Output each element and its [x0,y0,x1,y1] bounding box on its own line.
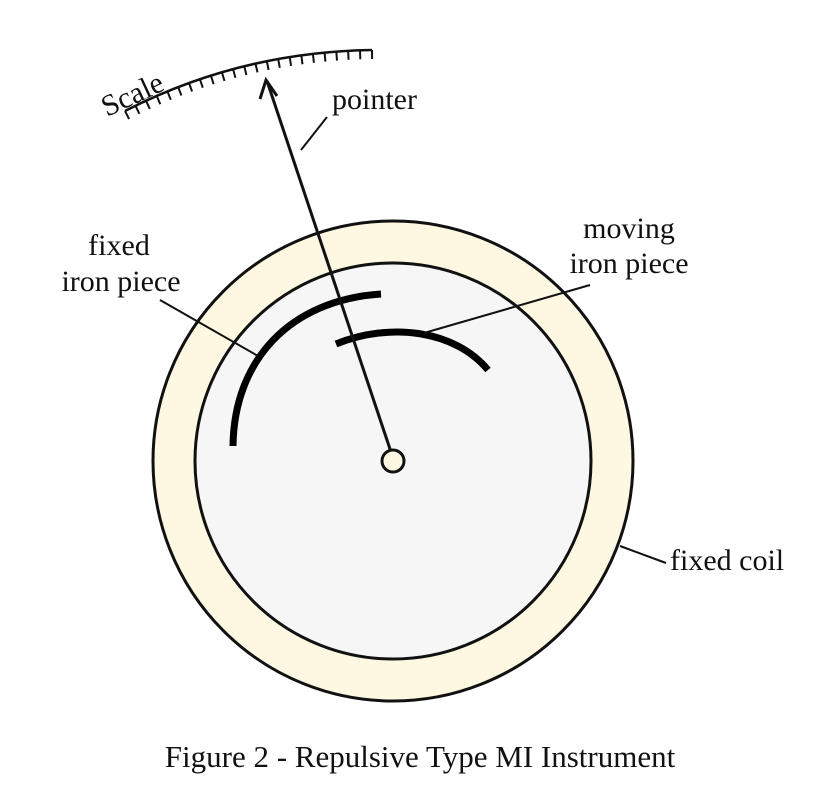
scale-tick [134,105,141,115]
moving-iron-label-line1: moving [583,212,675,245]
scale-tick [265,60,270,71]
moving-iron-piece [334,328,491,373]
scale [124,48,374,120]
scale-tick [311,53,315,63]
scale-tick [145,100,151,110]
pointer-label: pointer [332,83,417,116]
fixed-iron-label-line1: fixed [88,229,150,262]
scale-tick [209,75,215,85]
fixed-coil-leader [619,545,667,564]
scale-tick [288,56,293,67]
scale-tick [177,86,183,96]
scale-ticks [124,49,374,120]
scale-tick [254,63,259,73]
scale-tick [347,50,350,60]
fixed-iron-label-line2: iron piece [61,265,180,298]
moving-iron-label-line2: iron piece [569,247,688,280]
fixed-iron-leader [159,299,259,357]
scale-tick [277,58,281,68]
scale-tick [335,51,338,61]
scale-label: Scale [96,66,169,123]
scale-tick [198,78,204,89]
scale-tick [243,66,248,76]
scale-tick [166,91,172,101]
scale-tick [232,68,237,79]
scale-tick [124,110,130,120]
pointer-arrowhead [258,76,279,100]
scale-tick [323,52,327,62]
scale-tick [155,95,162,105]
pointer [265,80,395,459]
fixed-coil-label: fixed coil [670,544,784,577]
pivot [380,448,406,474]
moving-iron-leader [423,284,591,334]
scale-arc [124,48,373,113]
figure-caption: Figure 2 - Repulsive Type MI Instrument [165,739,676,774]
pointer-leader [300,116,328,151]
scale-tick [300,55,304,65]
scale-tick [220,72,226,82]
scale-tick [188,82,194,92]
fixed-iron-piece [229,290,382,447]
